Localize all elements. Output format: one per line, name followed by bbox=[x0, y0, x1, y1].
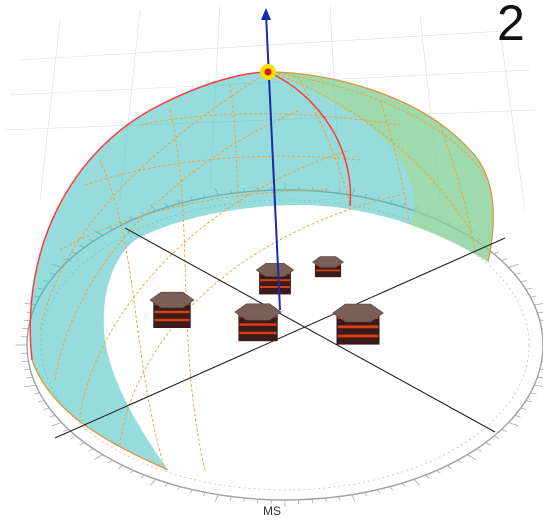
building-band bbox=[240, 332, 277, 335]
compass-tick bbox=[534, 385, 543, 387]
building-band bbox=[154, 319, 189, 321]
compass-tick bbox=[190, 490, 192, 494]
building-block bbox=[256, 263, 293, 294]
compass-tick bbox=[501, 259, 506, 261]
compass-tick bbox=[526, 401, 532, 402]
compass-tick bbox=[94, 455, 102, 460]
compass-tick bbox=[165, 483, 168, 487]
compass-tick bbox=[352, 495, 355, 502]
compass-tick bbox=[414, 479, 420, 485]
compass-tick bbox=[130, 470, 134, 473]
compass-tick bbox=[150, 479, 156, 485]
compass-tick bbox=[365, 492, 367, 496]
compass-tick bbox=[24, 369, 30, 370]
compass-tick bbox=[49, 415, 55, 417]
compass-tick bbox=[526, 288, 532, 289]
compass-tick bbox=[26, 377, 32, 378]
compass-tick bbox=[530, 296, 536, 297]
compass-tick bbox=[537, 377, 543, 378]
compass-tick bbox=[71, 436, 76, 438]
compass-tick bbox=[38, 401, 44, 402]
compass-tick bbox=[521, 408, 527, 410]
compass-tick bbox=[203, 492, 205, 496]
panel-number: 2 bbox=[497, 0, 525, 52]
compass-tick bbox=[390, 487, 393, 491]
compass-tick bbox=[537, 312, 543, 313]
building-band bbox=[316, 270, 341, 272]
building-block bbox=[313, 257, 344, 278]
building-block bbox=[333, 304, 384, 345]
building-band bbox=[260, 286, 290, 288]
compass-tick bbox=[447, 466, 451, 469]
compass-tick bbox=[119, 466, 123, 469]
building-band bbox=[338, 335, 379, 338]
compass-tick bbox=[437, 470, 441, 473]
building-band bbox=[260, 279, 290, 281]
compass-south-label: MS bbox=[263, 504, 281, 518]
compass-tick bbox=[177, 487, 180, 491]
compass-tick bbox=[80, 443, 85, 446]
compass-tick bbox=[467, 455, 475, 460]
compass-tick bbox=[24, 320, 30, 321]
compass-tick bbox=[25, 385, 36, 387]
compass-tick bbox=[89, 449, 94, 452]
compass-tick bbox=[43, 408, 49, 410]
building-block bbox=[150, 292, 194, 328]
compass-tick bbox=[52, 423, 62, 427]
compass-tick bbox=[521, 280, 527, 282]
compass-tick bbox=[108, 460, 112, 463]
compass-tick bbox=[458, 460, 462, 463]
compass-tick bbox=[508, 264, 518, 268]
compass-tick bbox=[426, 475, 430, 478]
building-block bbox=[235, 304, 281, 341]
compass-tick bbox=[402, 483, 405, 487]
building-band bbox=[338, 325, 379, 328]
compass-tick bbox=[501, 429, 506, 431]
compass-tick bbox=[215, 495, 218, 502]
compass-tick bbox=[486, 443, 491, 446]
building-band bbox=[240, 323, 277, 326]
compass-tick bbox=[141, 475, 145, 478]
compass-tick bbox=[63, 429, 68, 431]
compass-tick bbox=[534, 303, 543, 305]
compass-tick bbox=[515, 415, 521, 417]
sun-zenith-marker-icon bbox=[260, 64, 276, 80]
compass-tick bbox=[494, 252, 499, 254]
building-band bbox=[154, 311, 189, 313]
arrow-up-icon bbox=[261, 8, 271, 20]
compass-tick bbox=[515, 273, 521, 275]
compass-tick bbox=[530, 393, 536, 394]
compass-tick bbox=[34, 393, 40, 394]
compass-tick bbox=[494, 436, 499, 438]
compass-tick bbox=[477, 449, 482, 452]
compass-tick bbox=[378, 490, 380, 494]
compass-tick bbox=[508, 423, 518, 427]
